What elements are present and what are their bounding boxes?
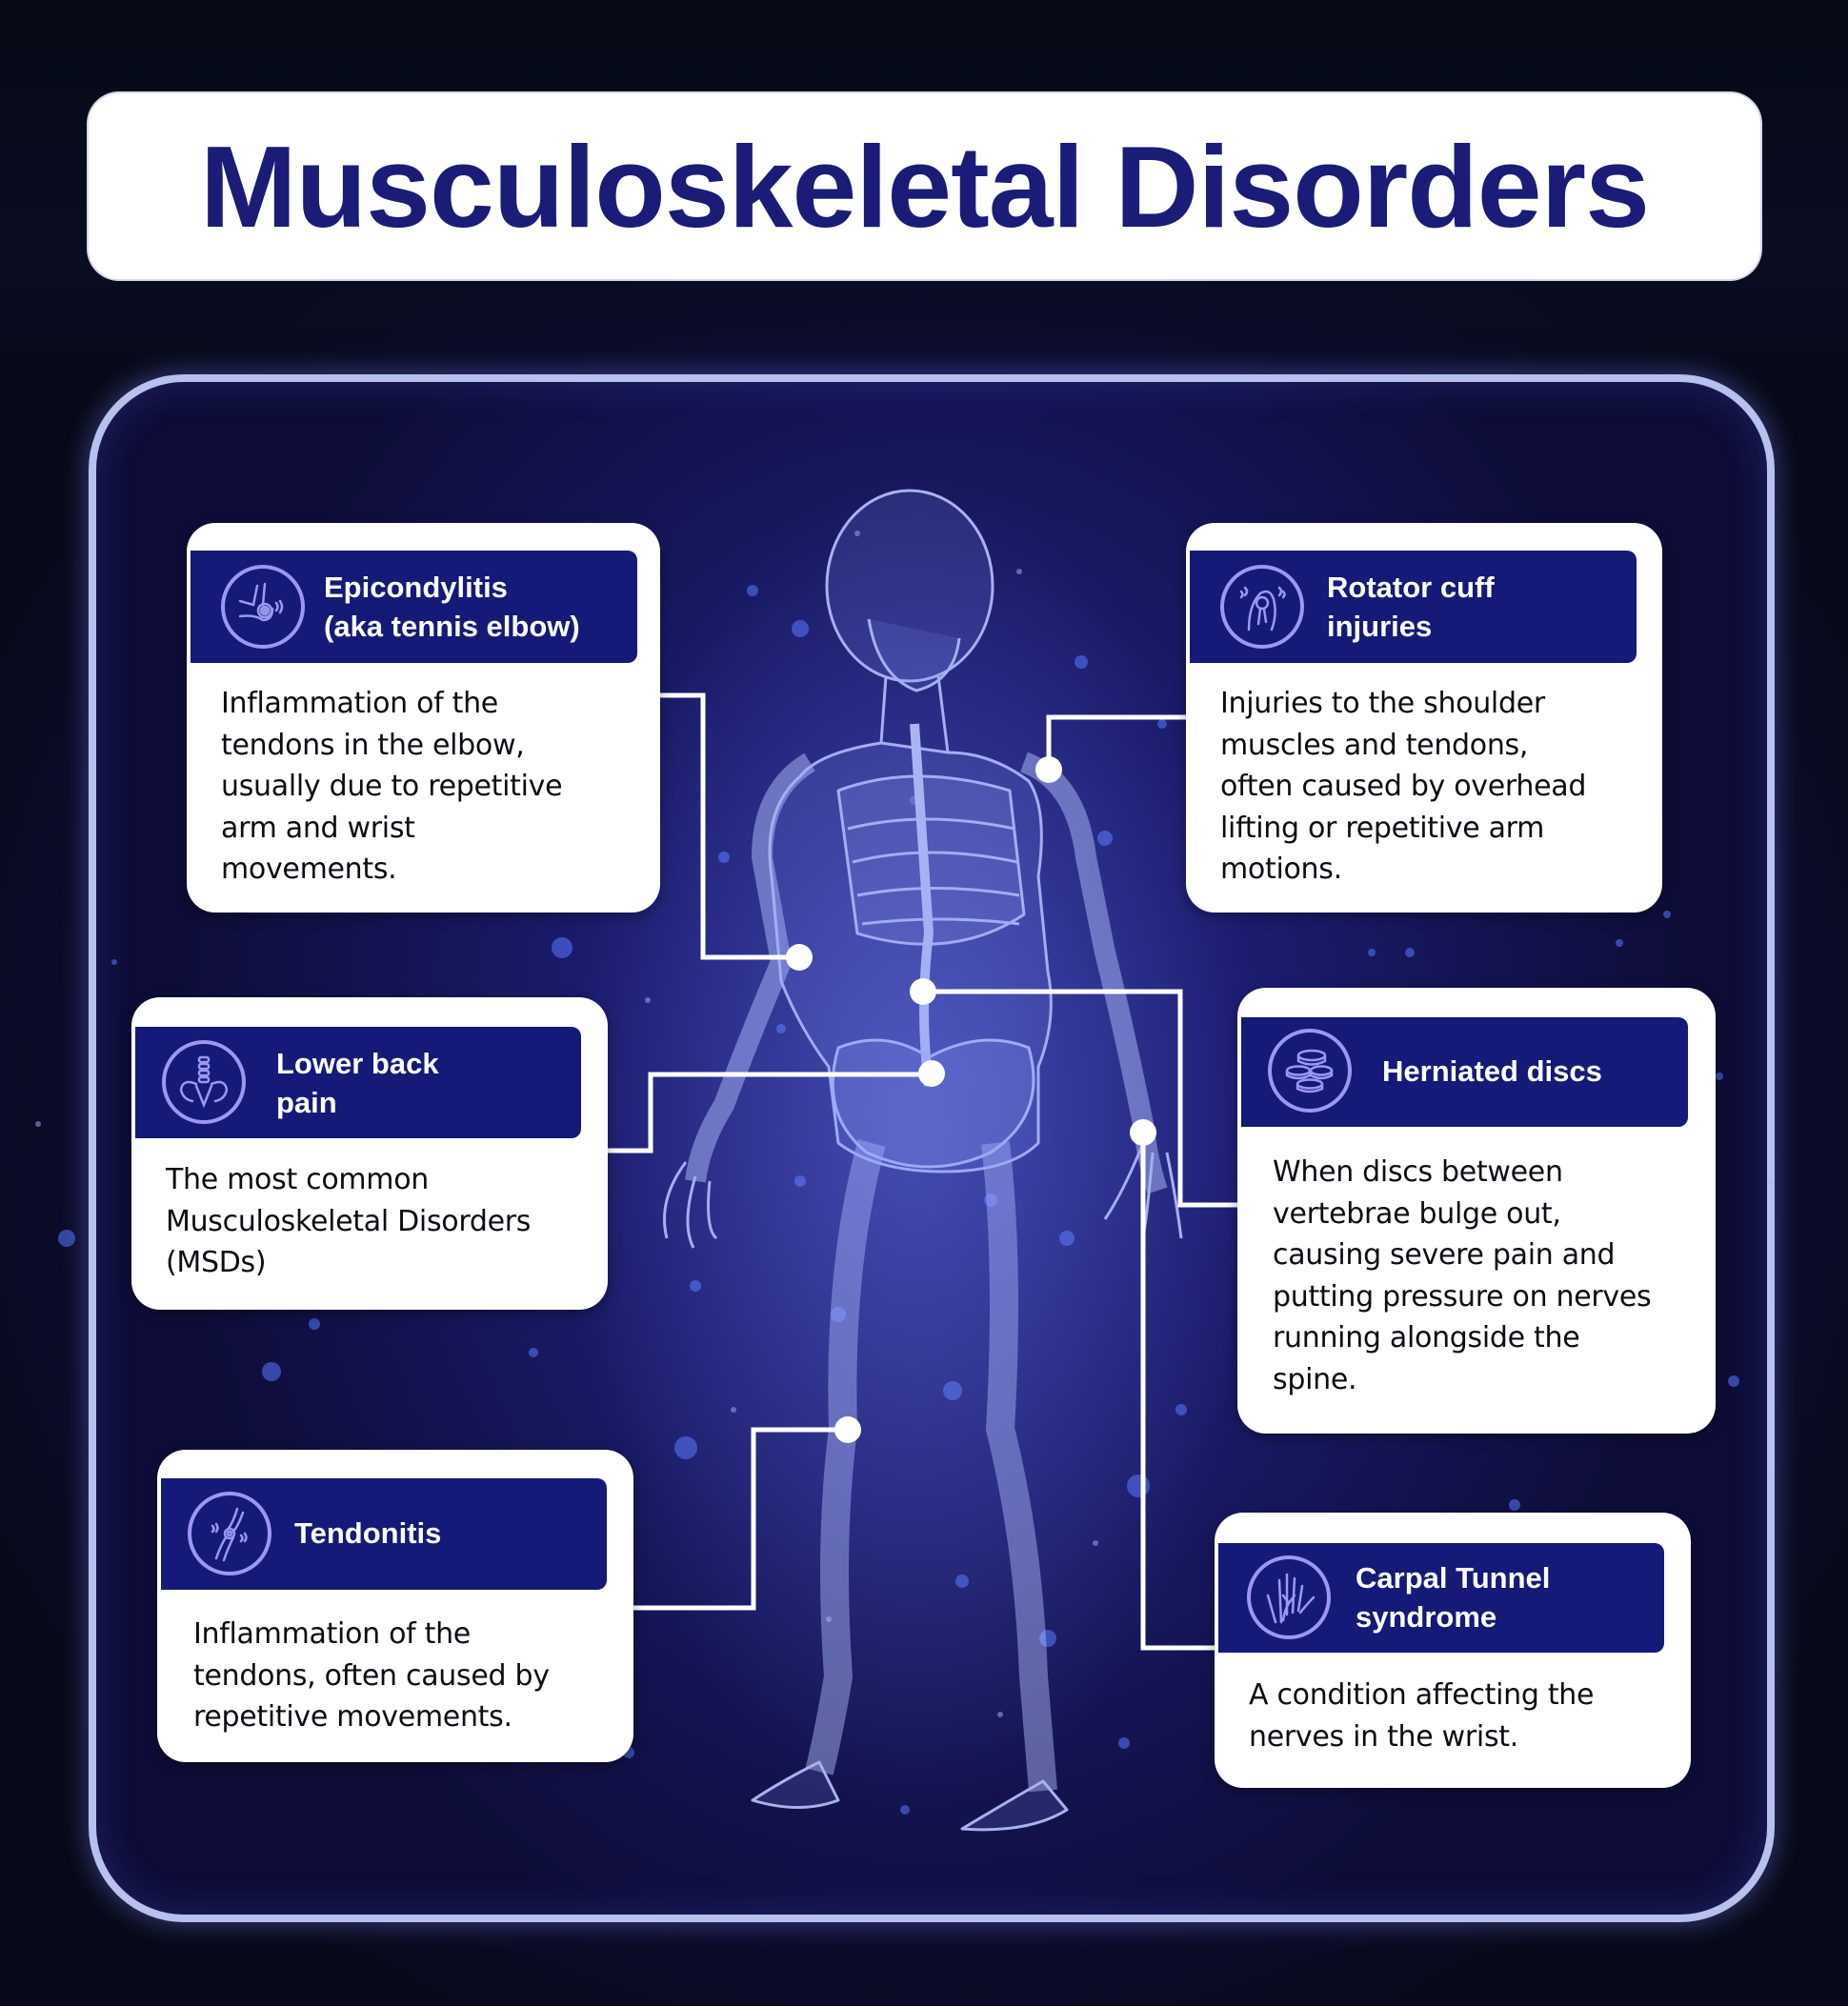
card-lower-back-pain: Lower back pain The most common Musculos…	[131, 997, 608, 1310]
card-title: Herniated discs	[1382, 1054, 1602, 1088]
card-header: Lower back pain	[135, 1027, 581, 1138]
card-title: Lower back pain	[276, 1047, 439, 1119]
elbow-pain-icon	[221, 565, 305, 649]
card-title: Epicondylitis (aka tennis elbow)	[324, 571, 580, 643]
anchor-dot-shoulder	[1035, 756, 1062, 783]
knee-joint-icon	[188, 1492, 271, 1575]
card-title: Tendonitis	[294, 1516, 442, 1550]
anchor-dot-pelvis	[918, 1060, 945, 1087]
anchor-dot-knee	[834, 1416, 861, 1443]
connector-epicondylitis	[660, 692, 799, 960]
card-epicondylitis: Epicondylitis (aka tennis elbow) Inflamm…	[187, 523, 660, 913]
card-herniated-discs: Herniated discs When discs between verte…	[1237, 988, 1716, 1434]
card-header: Epicondylitis (aka tennis elbow)	[191, 551, 637, 663]
connector-carpal-tunnel	[1140, 1133, 1215, 1651]
pelvis-spine-icon	[162, 1040, 246, 1124]
card-description: When discs between vertebrae bulge out, …	[1273, 1155, 1652, 1396]
anchor-dot-lumbar-spine	[910, 978, 936, 1005]
card-tendonitis: Tendonitis Inflammation of the tendons, …	[157, 1450, 633, 1762]
anchor-dot-elbow	[786, 944, 813, 971]
hand-nerves-icon	[1247, 1555, 1331, 1639]
card-header: Rotator cuff injuries	[1190, 551, 1637, 663]
card-description: Injuries to the shoulder muscles and ten…	[1220, 687, 1587, 886]
connector-rotator-cuff	[1046, 714, 1186, 770]
discs-stack-icon	[1268, 1029, 1352, 1113]
card-description: Inflammation of the tendons, often cause…	[193, 1617, 550, 1734]
card-title: Carpal Tunnel syndrome	[1356, 1561, 1551, 1634]
anchor-dot-wrist	[1130, 1119, 1156, 1146]
card-description: The most common Musculoskeletal Disorder…	[166, 1163, 532, 1279]
card-description: A condition affecting the nerves in the …	[1249, 1678, 1595, 1754]
connector-herniated-discs	[923, 989, 1237, 1208]
card-header: Carpal Tunnel syndrome	[1218, 1543, 1664, 1653]
card-carpal-tunnel: Carpal Tunnel syndrome A condition affec…	[1215, 1513, 1691, 1788]
card-title: Rotator cuff injuries	[1327, 571, 1495, 643]
shoulder-pain-icon	[1220, 565, 1304, 649]
connector-tendonitis	[633, 1427, 848, 1611]
page-title: Musculoskeletal Disorders	[200, 121, 1650, 251]
title-banner: Musculoskeletal Disorders	[89, 93, 1760, 279]
card-rotator-cuff: Rotator cuff injuries Injuries to the sh…	[1186, 523, 1662, 913]
card-header: Herniated discs	[1241, 1017, 1688, 1127]
card-header: Tendonitis	[161, 1478, 607, 1590]
connector-lower-back	[608, 1072, 932, 1153]
card-description: Inflammation of the tendons in the elbow…	[221, 687, 563, 886]
